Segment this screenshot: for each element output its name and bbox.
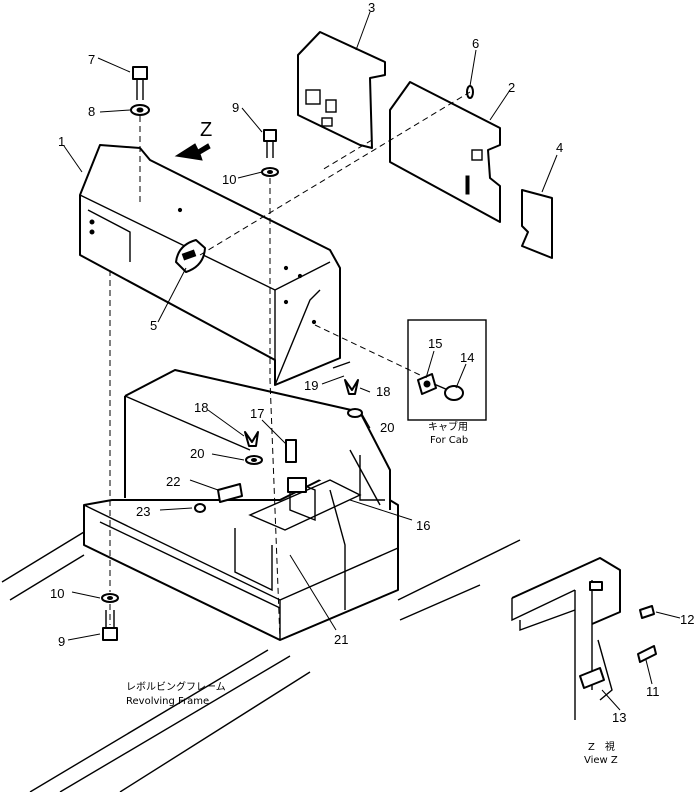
- callout-2: 2: [508, 80, 515, 95]
- callout-3: 3: [368, 0, 375, 15]
- main-cover: [79, 144, 341, 386]
- view-z-marker: Z: [200, 119, 212, 141]
- bolt-7: [132, 66, 148, 100]
- callout-10-bottom: 10: [50, 586, 64, 601]
- revolving-frame-label-en: Revolving Frame: [126, 696, 209, 707]
- callout-4: 4: [556, 140, 563, 155]
- assembly-lines: [109, 91, 471, 641]
- callout-11: 11: [646, 684, 660, 699]
- callout-21: 21: [334, 632, 348, 647]
- bolt-9-top: [263, 129, 277, 158]
- callout-14: 14: [460, 350, 474, 365]
- callout-18-left: 18: [194, 400, 208, 415]
- revolving-frame: [1, 531, 521, 792]
- washer-10-top: [261, 167, 279, 177]
- callout-numbers: 1 2 3 4 5 6 7 8 9 9 10 10 11 12 13 14 15…: [50, 0, 694, 725]
- callout-18-right: 18: [376, 384, 390, 399]
- callout-17: 17: [250, 406, 264, 421]
- callout-1: 1: [58, 134, 65, 149]
- callout-7: 7: [88, 52, 95, 67]
- callout-16: 16: [416, 518, 430, 533]
- callout-22: 22: [166, 474, 180, 489]
- plate-4: [521, 189, 553, 259]
- callout-20-right: 20: [380, 420, 394, 435]
- for-cab-label-en: For Cab: [430, 435, 468, 446]
- callout-12: 12: [680, 612, 694, 627]
- callout-20-left: 20: [190, 446, 204, 461]
- view-z-arrow: [174, 143, 211, 161]
- callout-13: 13: [612, 710, 626, 725]
- for-cab-inset: [407, 319, 487, 421]
- callout-9-bottom: 9: [58, 634, 65, 649]
- hardware-group: [194, 361, 363, 513]
- revolving-frame-label-jp: レボルビングフレーム: [126, 680, 226, 693]
- plate-2: [389, 81, 501, 223]
- callout-9-top: 9: [232, 100, 239, 115]
- callout-19: 19: [304, 378, 318, 393]
- for-cab-label-jp: キャブ用: [428, 420, 468, 433]
- washer-8: [130, 104, 150, 116]
- plate-3: [297, 31, 386, 149]
- callout-15: 15: [428, 336, 442, 351]
- view-z-label-en: View Z: [584, 755, 618, 766]
- callout-5: 5: [150, 318, 157, 333]
- callout-8: 8: [88, 104, 95, 119]
- washer-10-bottom: [101, 593, 119, 603]
- callout-6: 6: [472, 36, 479, 51]
- view-z-detail: [511, 557, 657, 720]
- callout-10-top: 10: [222, 172, 236, 187]
- view-z-label-jp: Z 視: [588, 740, 615, 753]
- leader-lines: [63, 11, 681, 711]
- bolt-9-bottom: [102, 610, 118, 641]
- callout-23: 23: [136, 504, 150, 519]
